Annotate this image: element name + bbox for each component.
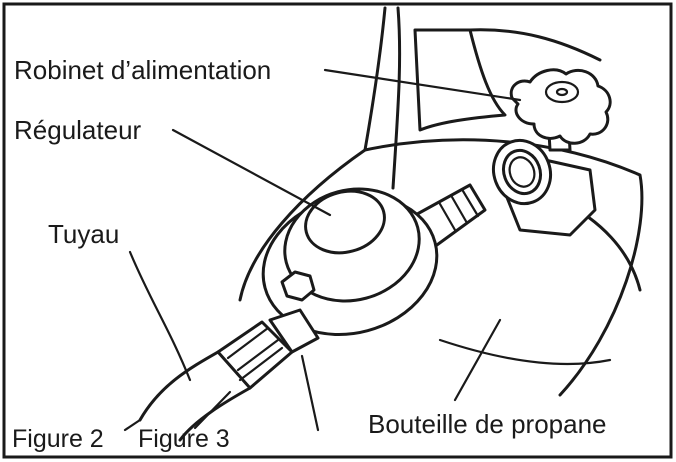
label-hose: Tuyau: [48, 219, 119, 249]
leader-valve: [323, 68, 522, 102]
label-figure2: Figure 2: [12, 425, 104, 453]
cylinder-collar-inner: [413, 28, 507, 132]
label-cylinder: Bouteille de propane: [368, 409, 607, 439]
cylinder-shoulder-outline: [238, 6, 387, 302]
leader-cylinder: [453, 318, 502, 402]
hose-assembly: [138, 320, 294, 442]
leader-regulator: [171, 128, 332, 217]
valve-handwheel-center: [555, 87, 569, 97]
valve-outlet-thread: [508, 156, 536, 188]
propane-cylinder: [238, 6, 644, 397]
regulator-nozzle-ring-1: [438, 202, 457, 232]
regulator-nozzle-ring-3: [461, 189, 480, 218]
leader-hose: [128, 250, 192, 382]
regulator-cap: [304, 189, 386, 255]
hose-fitting: [216, 320, 294, 390]
hose-fitting-groove-2: [236, 338, 280, 372]
leader-figure3-tick: [300, 354, 320, 432]
cylinder-collar-top: [468, 28, 602, 62]
regulator: [261, 183, 487, 354]
cylinder-collar: [391, 6, 402, 190]
label-figure3: Figure 3: [138, 425, 230, 453]
regulator-outlet-neck: [268, 308, 320, 354]
leader-figure2: [123, 418, 142, 432]
hose-tube-upper: [138, 350, 220, 422]
regulator-adjust-nut: [280, 270, 316, 302]
valve-handwheel: [509, 68, 612, 145]
label-valve: Robinet d’alimentation: [14, 55, 271, 85]
cylinder-body-outline: [363, 138, 644, 397]
regulator-nozzle-ring-2: [450, 195, 469, 225]
label-regulator: Régulateur: [14, 115, 142, 145]
leader-figure3: [193, 390, 232, 430]
valve-handwheel-hub: [544, 80, 580, 104]
cylinder-valve: [492, 68, 612, 237]
hose-fitting-groove-1: [226, 326, 270, 360]
cylinder-base-curve: [438, 338, 612, 366]
hose-fitting-groove-3: [238, 346, 284, 382]
